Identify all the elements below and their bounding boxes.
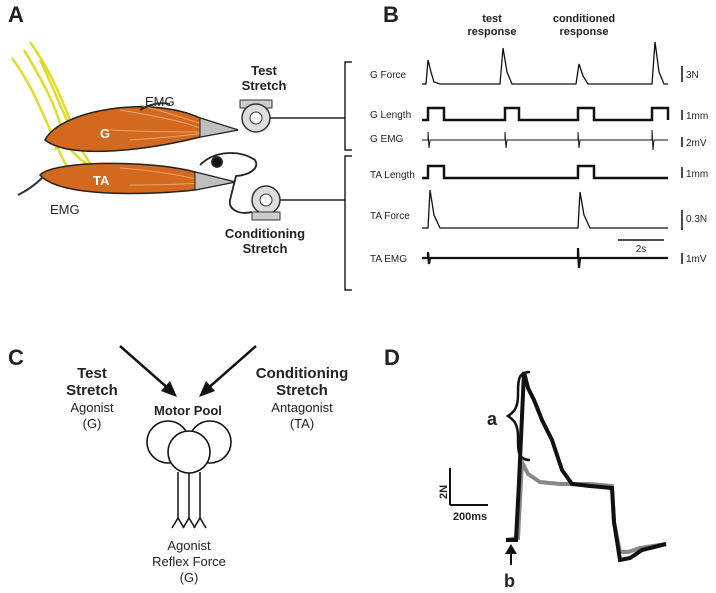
label-a: a bbox=[487, 409, 498, 429]
trace-ta-length bbox=[422, 164, 668, 180]
panel-b-letter: B bbox=[383, 2, 399, 27]
arrows bbox=[119, 345, 257, 397]
motor-neuron-pool-icon bbox=[146, 420, 232, 474]
trace-g-force bbox=[422, 41, 668, 85]
trace-ta-emg bbox=[422, 247, 668, 269]
scale-ta-emg: 1mV bbox=[686, 254, 707, 265]
emg-wire-top bbox=[139, 102, 171, 111]
g-muscle: G bbox=[44, 104, 239, 153]
emg-wire-bottom bbox=[17, 177, 43, 196]
trace-label-g-force: G Force bbox=[370, 70, 407, 81]
scale-time-label: 200ms bbox=[453, 511, 487, 523]
trace-g-length bbox=[422, 106, 670, 122]
c-out-line1: Agonist bbox=[167, 538, 211, 553]
panel-d: D a 2N 200ms b bbox=[384, 345, 667, 591]
test-response-label-1: test bbox=[482, 13, 502, 25]
conditioning-stretch-label-1: Conditioning bbox=[225, 226, 305, 241]
bone-linkage bbox=[199, 152, 258, 214]
c-cond-line1: Conditioning bbox=[256, 365, 348, 382]
nerve-fibers bbox=[10, 41, 109, 182]
scale-force-label: 2N bbox=[438, 485, 450, 499]
trace-label-g-length: G Length bbox=[370, 110, 411, 121]
c-cond-line3: Antagonist bbox=[271, 400, 333, 415]
scale-bars bbox=[618, 66, 683, 264]
scale-time: 2s bbox=[636, 244, 647, 255]
test-stretch-label-2: Stretch bbox=[242, 78, 287, 93]
trace-label-g-emg: G EMG bbox=[370, 134, 404, 145]
test-stretch-motor-icon bbox=[239, 99, 315, 133]
trace-label-ta-length: TA Length bbox=[370, 170, 415, 181]
arrow-b bbox=[505, 544, 517, 565]
scale-g-length: 1mm bbox=[686, 111, 708, 122]
test-stretch-label-1: Test bbox=[251, 63, 277, 78]
c-test-line3: Agonist bbox=[70, 400, 114, 415]
trace-label-ta-emg: TA EMG bbox=[370, 254, 407, 265]
axons bbox=[171, 472, 207, 529]
conditioned-response-label-2: response bbox=[560, 26, 609, 38]
scale-bar-d bbox=[449, 468, 488, 506]
panel-a: A G TA EMG bbox=[8, 2, 352, 291]
emg-label-bottom: EMG bbox=[50, 202, 80, 217]
panel-d-letter: D bbox=[384, 345, 400, 370]
muscle-g-label: G bbox=[100, 126, 110, 141]
motor-pool-label: Motor Pool bbox=[154, 403, 222, 418]
panel-a-letter: A bbox=[8, 2, 24, 27]
c-cond-line4: (TA) bbox=[290, 416, 314, 431]
brace-a bbox=[505, 370, 531, 462]
trace-label-ta-force: TA Force bbox=[370, 211, 410, 222]
ta-muscle: TA bbox=[38, 162, 236, 195]
panel-b: B test response conditioned response G F… bbox=[370, 2, 708, 269]
trace-test bbox=[506, 371, 667, 563]
muscle-ta-label: TA bbox=[93, 173, 110, 188]
c-test-line1: Test bbox=[77, 365, 107, 382]
conditioned-response-label-1: conditioned bbox=[553, 13, 615, 25]
c-cond-line2: Stretch bbox=[276, 382, 328, 399]
label-b: b bbox=[504, 571, 515, 591]
conditioning-stretch-label-2: Stretch bbox=[243, 241, 288, 256]
trace-conditioned bbox=[505, 454, 667, 554]
scale-ta-length: 1mm bbox=[686, 169, 708, 180]
scale-g-emg: 2mV bbox=[686, 138, 707, 149]
conditioning-stretch-motor-icon bbox=[251, 185, 315, 221]
c-test-line4: (G) bbox=[83, 416, 102, 431]
scale-g-force: 3N bbox=[686, 70, 699, 81]
c-test-line2: Stretch bbox=[66, 382, 118, 399]
trace-brackets bbox=[315, 61, 352, 291]
panel-c-letter: C bbox=[8, 345, 24, 370]
trace-ta-force bbox=[422, 189, 668, 229]
c-out-line2: Reflex Force bbox=[152, 554, 226, 569]
panel-c: C Test Stretch Agonist (G) Conditioning … bbox=[8, 345, 348, 585]
traces bbox=[422, 41, 670, 269]
emg-label-top: EMG bbox=[145, 94, 175, 109]
test-response-label-2: response bbox=[468, 26, 517, 38]
scale-ta-force: 0.3N bbox=[686, 214, 707, 225]
c-out-line3: (G) bbox=[180, 570, 199, 585]
trace-g-emg bbox=[422, 129, 668, 151]
